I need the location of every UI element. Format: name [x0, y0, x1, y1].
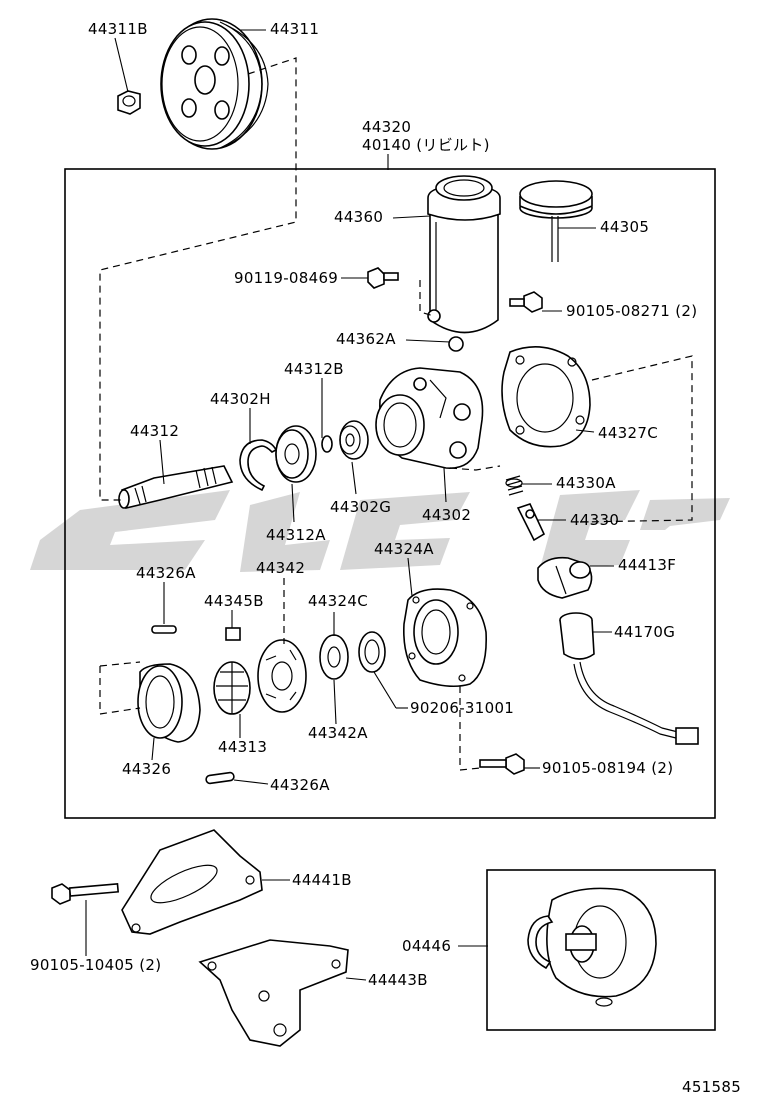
rotor-drawing	[213, 661, 251, 715]
bolt-90105-08271-drawing	[509, 291, 543, 313]
figure-number: 451585	[682, 1078, 741, 1096]
valve-drawing	[516, 503, 546, 542]
gasket-plate-drawing	[501, 346, 591, 448]
label-44413F: 44413F	[618, 556, 676, 574]
ring-44312B-drawing	[321, 435, 333, 453]
label-44324C: 44324C	[308, 592, 368, 610]
reservoir-drawing	[427, 175, 501, 334]
label-44330A: 44330A	[556, 474, 616, 492]
cam-ring-drawing	[137, 663, 201, 743]
bolt-90105-08194-drawing	[479, 753, 525, 775]
watermark-logo	[30, 490, 730, 572]
label-44311B: 44311B	[88, 20, 148, 38]
bearing-44312A-drawing	[275, 425, 317, 483]
part-labels: 44311B 44311 44320 40140 (リビルト) 44360 44…	[30, 20, 741, 1096]
label-90119-08469: 90119-08469	[234, 269, 338, 287]
label-44345B: 44345B	[204, 592, 264, 610]
snap-ring-44302H-drawing	[239, 439, 278, 492]
pin-44326A-bottom-drawing	[205, 771, 235, 785]
assembly-frame	[64, 168, 716, 819]
cap-drawing	[519, 180, 593, 262]
kit-inset-frame	[486, 869, 716, 1031]
label-44320: 44320	[362, 118, 411, 136]
label-44324A: 44324A	[374, 540, 434, 558]
pulley-drawing	[160, 18, 269, 150]
label-90206-31001: 90206-31001	[410, 699, 514, 717]
label-44330: 44330	[570, 511, 619, 529]
label-44362A: 44362A	[336, 330, 396, 348]
shaft-drawing	[118, 465, 234, 509]
label-44311: 44311	[270, 20, 319, 38]
snap-ring-90206-drawing	[358, 631, 386, 673]
oring-44362A-drawing	[448, 336, 464, 352]
label-90105-08194: 90105-08194 (2)	[542, 759, 673, 777]
pump-housing-drawing	[375, 367, 484, 469]
label-44302H: 44302H	[210, 390, 271, 408]
label-44305: 44305	[600, 218, 649, 236]
bracket-44443B-drawing	[198, 939, 349, 1047]
label-44443B: 44443B	[368, 971, 428, 989]
pressure-sensor-drawing	[559, 612, 699, 745]
bolt-90119-drawing	[367, 267, 399, 289]
label-44170G: 44170G	[614, 623, 675, 641]
label-04446: 04446	[402, 937, 451, 955]
rear-housing-drawing	[403, 588, 487, 688]
label-90105-10405: 90105-10405 (2)	[30, 956, 161, 974]
union-fitting-drawing	[537, 556, 593, 599]
pin-44326A-top-drawing	[151, 625, 177, 634]
label-44326: 44326	[122, 760, 171, 778]
label-44312A: 44312A	[266, 526, 326, 544]
seal-ring-44324C-drawing	[319, 634, 349, 680]
vane-44345B-drawing	[225, 627, 241, 641]
label-44342: 44342	[256, 559, 305, 577]
label-44326A-bottom: 44326A	[270, 776, 330, 794]
label-44302G: 44302G	[330, 498, 391, 516]
bearing-44302G-drawing	[339, 420, 369, 460]
label-44313: 44313	[218, 738, 267, 756]
label-44312B: 44312B	[284, 360, 344, 378]
bracket-44441B-drawing	[121, 829, 263, 935]
label-44326A-top: 44326A	[136, 564, 196, 582]
dashed-guides	[99, 57, 693, 771]
label-44360: 44360	[334, 208, 383, 226]
label-90105-08271: 90105-08271 (2)	[566, 302, 697, 320]
leader-lines	[85, 29, 614, 981]
pressure-plate-drawing	[257, 639, 307, 713]
bolt-90105-10405-drawing	[51, 882, 120, 905]
spring-drawing	[505, 475, 524, 496]
label-44441B: 44441B	[292, 871, 352, 889]
label-44342A: 44342A	[308, 724, 368, 742]
label-44327C: 44327C	[598, 424, 658, 442]
label-44302: 44302	[422, 506, 471, 524]
label-40140: 40140 (リビルト)	[362, 136, 490, 154]
repair-kit-drawing	[527, 887, 657, 1007]
nut-drawing	[117, 90, 141, 115]
label-44312: 44312	[130, 422, 179, 440]
